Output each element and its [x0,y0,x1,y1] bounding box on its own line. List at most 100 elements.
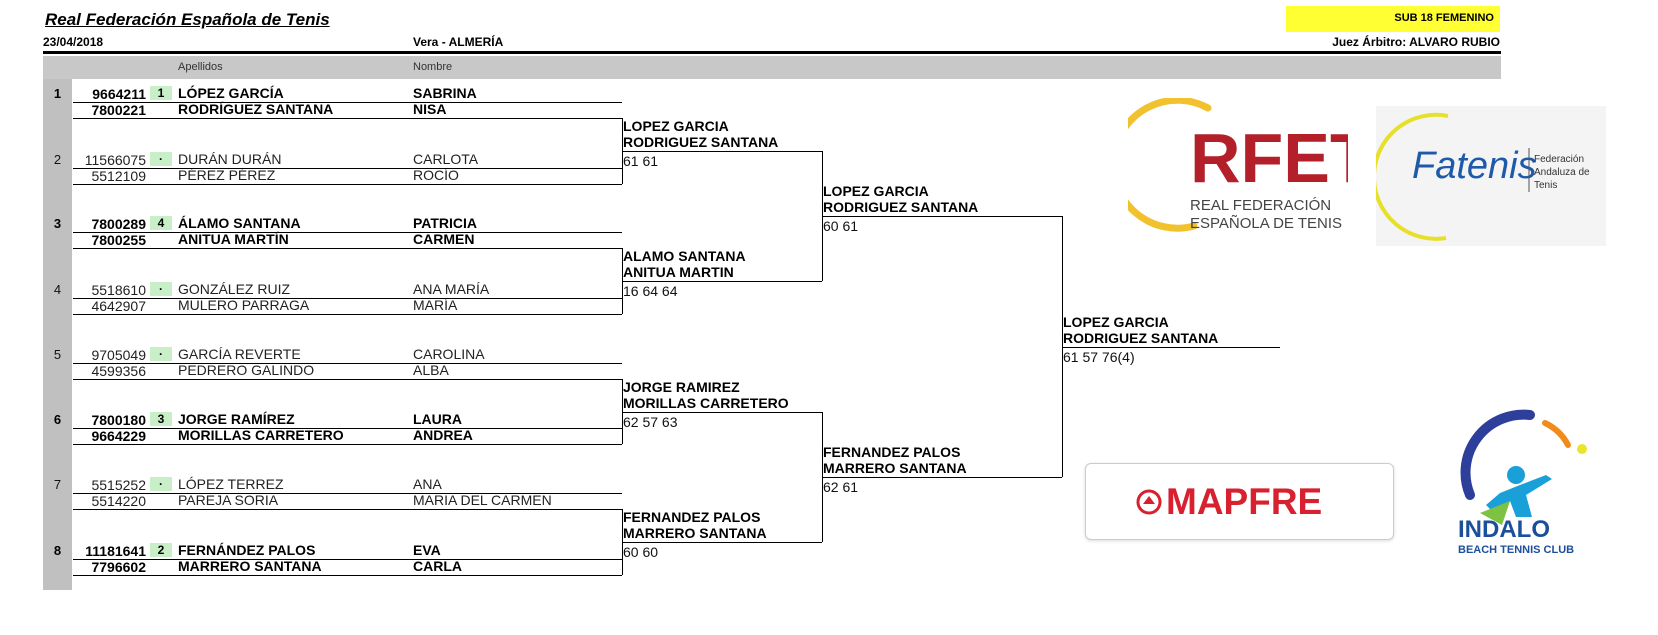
player-surname: MARRERO SANTANA [178,558,322,574]
player-license: 5512109 [91,168,146,184]
round2-line [623,412,822,413]
bracket-connector [622,509,623,575]
row-underline [73,232,622,233]
seed-badge: 3 [150,412,172,426]
row-underline [73,559,622,560]
indalo-line1: INDALO [1458,516,1550,543]
category-badge: SUB 18 FEMENINO [1286,6,1500,32]
draw-position: 5 [53,347,62,362]
semi-line [823,216,1062,217]
round2-winner-line1: FERNANDEZ PALOS [623,509,761,525]
player-surname: ANITUA MARTÍN [178,231,289,247]
player-surname: JORGE RAMÍREZ [178,411,295,427]
round2-winner-line1: JORGE RAMIREZ [623,379,740,395]
round2-winner-line1: ALAMO SANTANA [623,248,746,264]
row-underline [73,184,622,185]
round2-winner-line2: MARRERO SANTANA [623,525,767,541]
row-underline [73,444,622,445]
player-license: 7800289 [91,216,146,232]
player-name: PATRICIA [413,215,478,231]
player-surname: PAREJA SORIA [178,492,279,508]
row-underline [73,428,622,429]
player-license: 9705049 [91,347,146,363]
player-surname: PÉREZ PÉREZ [178,167,276,183]
player-license: 7800180 [91,412,146,428]
player-license: 7800255 [91,232,146,248]
semi-score: 60 61 [823,218,859,234]
position-sidebar [43,79,72,590]
row-underline [73,379,622,380]
tournament-date: 23/04/2018 [43,35,104,49]
player-license: 4599356 [91,363,146,379]
player-surname: MULERO PARRAGA [178,297,310,313]
federation-title: Real Federación Española de Tenis [45,10,330,29]
category-label: SUB 18 FEMENINO [1394,12,1494,24]
player-surname: LÓPEZ GARCÍA [178,85,284,101]
fatenis-logo: Fatenis Federación Andaluza de Tenis [1371,106,1606,246]
player-surname: FERNÁNDEZ PALOS [178,542,316,558]
draw-position: 4 [53,282,62,297]
player-name: CARMEN [413,231,475,247]
player-name: ANDREA [413,427,473,443]
player-surname: LÓPEZ TERREZ [178,476,284,492]
fatenis-mark: Fatenis [1412,145,1537,187]
draw-position: 8 [53,543,62,558]
col-nombre: Nombre [413,61,453,73]
round2-line [623,151,822,152]
row-underline [73,168,622,169]
player-name: ROCÍO [413,167,459,183]
row-underline [73,509,622,510]
player-name: ALBA [413,362,449,378]
player-name: CARLA [413,558,462,574]
player-license: 5515252 [91,477,146,493]
player-license: 11566075 [84,152,146,168]
player-surname: GARCÍA REVERTE [178,346,301,362]
row-underline [73,248,622,249]
player-name: ANA [413,476,442,492]
round2-score: 61 61 [623,153,659,169]
bracket-connector [822,412,823,542]
player-name: CARLOTA [413,151,479,167]
round2-winner-line2: RODRIGUEZ SANTANA [623,134,779,150]
player-name: SABRINA [413,85,477,101]
draw-position: 7 [53,477,62,492]
bracket-connector [1062,216,1063,477]
player-license: 9664211 [92,86,146,102]
round2-line [623,281,822,282]
final-line [1063,347,1280,348]
seed-badge: · [150,282,172,296]
final-winner-line2: RODRIGUEZ SANTANA [1063,330,1219,346]
player-surname: GONZÁLEZ RUIZ [178,281,291,297]
player-name: ANA MARÍA [413,281,490,297]
player-license: 11181641 [85,543,146,559]
bracket-connector [622,248,623,314]
seed-badge: 1 [150,86,172,100]
round2-winner-line2: ANITUA MARTIN [623,264,734,280]
indalo-logo: INDALO BEACH TENNIS CLUB [1450,405,1600,560]
row-underline [73,118,622,119]
bracket-connector [822,151,823,281]
row-underline [73,493,622,494]
player-surname: PEDRERO GALINDO [178,362,315,378]
player-name: EVA [413,542,441,558]
rfet-mark: RFET [1190,119,1348,197]
draw-position: 6 [53,412,62,427]
final-score: 61 57 76(4) [1063,349,1135,365]
mapfre-mark: MAPFRE [1166,481,1322,522]
seed-badge: 4 [150,216,172,230]
semi-winner-line1: FERNANDEZ PALOS [823,444,961,460]
player-surname: DURÁN DURÁN [178,151,282,167]
draw-position: 2 [53,152,62,167]
semi-winner-line1: LOPEZ GARCIA [823,183,929,199]
player-name: MARIA DEL CARMEN [413,492,552,508]
round2-score: 16 64 64 [623,283,678,299]
semi-winner-line2: RODRIGUEZ SANTANA [823,199,979,215]
bracket-connector [622,118,623,184]
player-surname: ÁLAMO SANTANA [178,215,301,231]
rfet-logo: RFET REAL FEDERACIÓN ESPAÑOLA DE TENIS [1109,96,1373,238]
semi-winner-line2: MARRERO SANTANA [823,460,967,476]
seed-badge: · [150,152,172,166]
round2-score: 62 57 63 [623,414,678,430]
round2-score: 60 60 [623,544,659,560]
final-winner-line1: LOPEZ GARCIA [1063,314,1169,330]
